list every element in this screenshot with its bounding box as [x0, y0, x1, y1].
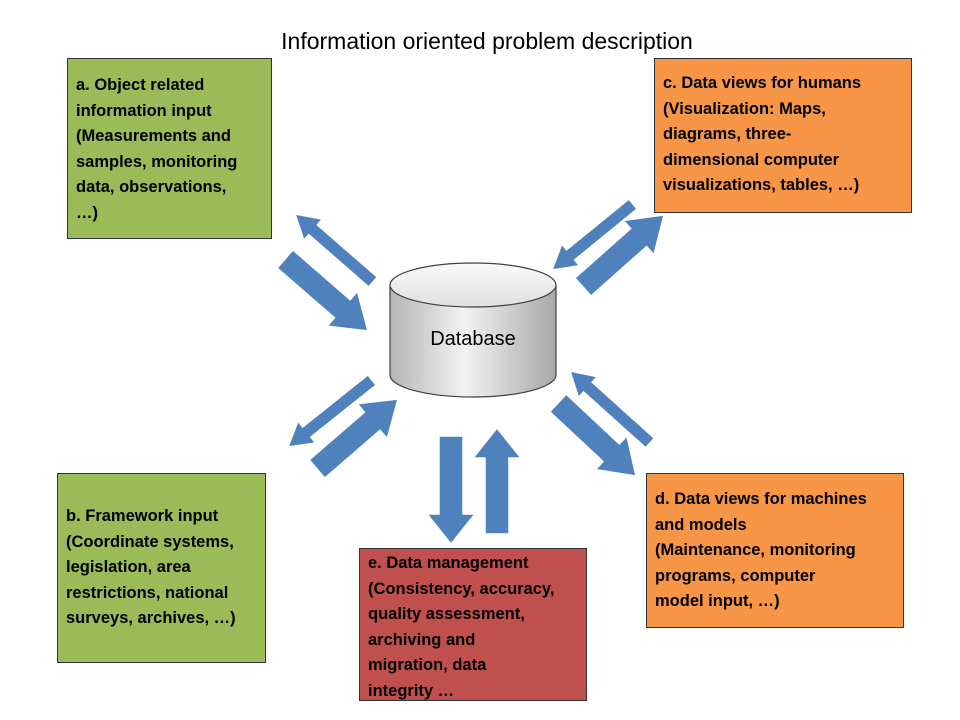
- arrow-database-to-e: [425, 435, 477, 546]
- arrow-database-to-a: [293, 213, 379, 288]
- arrow-d-to-database: [568, 370, 656, 449]
- arrow-database-to-b: [286, 373, 378, 448]
- box-data-views-humans: c. Data views for humans (Visualization:…: [654, 58, 912, 213]
- arrow-b-to-database: [308, 398, 400, 480]
- arrow-database-to-c: [573, 214, 665, 298]
- box-data-management: e. Data management (Consistency, accurac…: [359, 548, 587, 701]
- database-cylinder: [389, 262, 557, 398]
- box-data-views-machines: d. Data views for machines and models (M…: [646, 473, 904, 628]
- arrow-a-to-database: [276, 248, 370, 332]
- box-framework-input: b. Framework input (Coordinate systems, …: [57, 473, 266, 663]
- box-object-input: a. Object related information input (Mea…: [67, 58, 272, 239]
- arrow-database-to-d: [548, 393, 637, 477]
- arrow-c-to-database: [550, 197, 639, 271]
- database-label: Database: [430, 328, 516, 350]
- diagram-title: Information oriented problem description: [281, 28, 693, 54]
- arrow-e-to-database: [471, 426, 523, 535]
